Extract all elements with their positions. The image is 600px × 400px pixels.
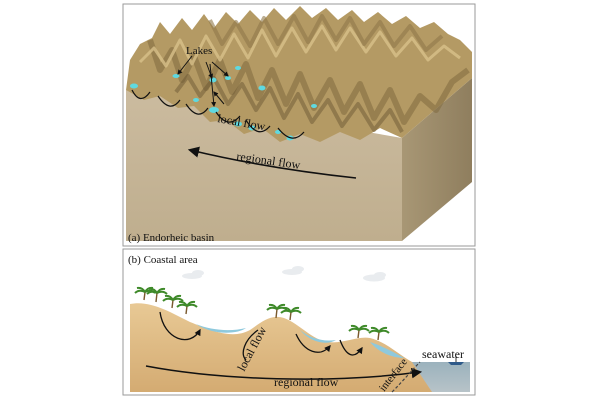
- lakes-label: Lakes: [186, 45, 212, 57]
- palm-trees: [134, 286, 390, 341]
- local-flow-curve: [339, 339, 363, 356]
- clouds: [182, 266, 386, 282]
- surface-water: [196, 324, 404, 358]
- palm-tree: [146, 287, 168, 303]
- local-flow-curve: [159, 311, 201, 341]
- lakes-pointers: [177, 55, 229, 107]
- pond: [300, 330, 336, 343]
- coastal-land: [130, 303, 432, 392]
- saltwater-interface: [391, 361, 421, 393]
- panel-a-caption: (a) Endorheic basin: [128, 232, 215, 244]
- lake: [311, 104, 317, 108]
- palm-tree: [134, 286, 156, 301]
- local-flow-curve: [295, 333, 331, 353]
- panel-b-coastal-area: local flow regional flow interface seawa…: [122, 248, 476, 396]
- local-flow-curves-b: [159, 311, 363, 361]
- boat-icon: [448, 356, 464, 365]
- lake: [172, 74, 180, 78]
- palm-tree: [348, 324, 370, 339]
- palm-tree: [162, 294, 184, 309]
- regional-flow-label-b: regional flow: [274, 375, 339, 389]
- lake: [130, 83, 138, 89]
- regional-flow-arrow-b: [145, 365, 423, 380]
- panel-a-endorheic-basin: Lakes local flow regional flow (a) Endor…: [122, 3, 476, 247]
- cloud: [192, 270, 204, 276]
- cloud: [374, 272, 386, 278]
- lake: [258, 85, 266, 91]
- local-flow-loops: [131, 89, 305, 139]
- lake: [209, 107, 219, 113]
- palm-tree: [176, 300, 198, 315]
- lake: [193, 98, 199, 102]
- palm-tree: [368, 326, 390, 341]
- pond: [196, 324, 246, 333]
- lake: [235, 66, 241, 70]
- pond: [370, 342, 404, 358]
- lake: [225, 76, 231, 80]
- lake: [234, 121, 242, 127]
- seawater-label: seawater: [422, 347, 464, 361]
- palm-tree: [280, 306, 302, 321]
- regional-flow-arrow-a: [187, 146, 357, 179]
- local-flow-pointer: [213, 91, 225, 105]
- palm-tree: [266, 303, 288, 319]
- panel-b-caption: (b) Coastal area: [128, 254, 198, 266]
- lakes-group: [130, 66, 317, 141]
- cloud: [292, 266, 304, 272]
- lake: [275, 130, 281, 134]
- local-flow-curve: [242, 329, 259, 361]
- block-right-face: [402, 78, 472, 241]
- lake: [209, 77, 217, 83]
